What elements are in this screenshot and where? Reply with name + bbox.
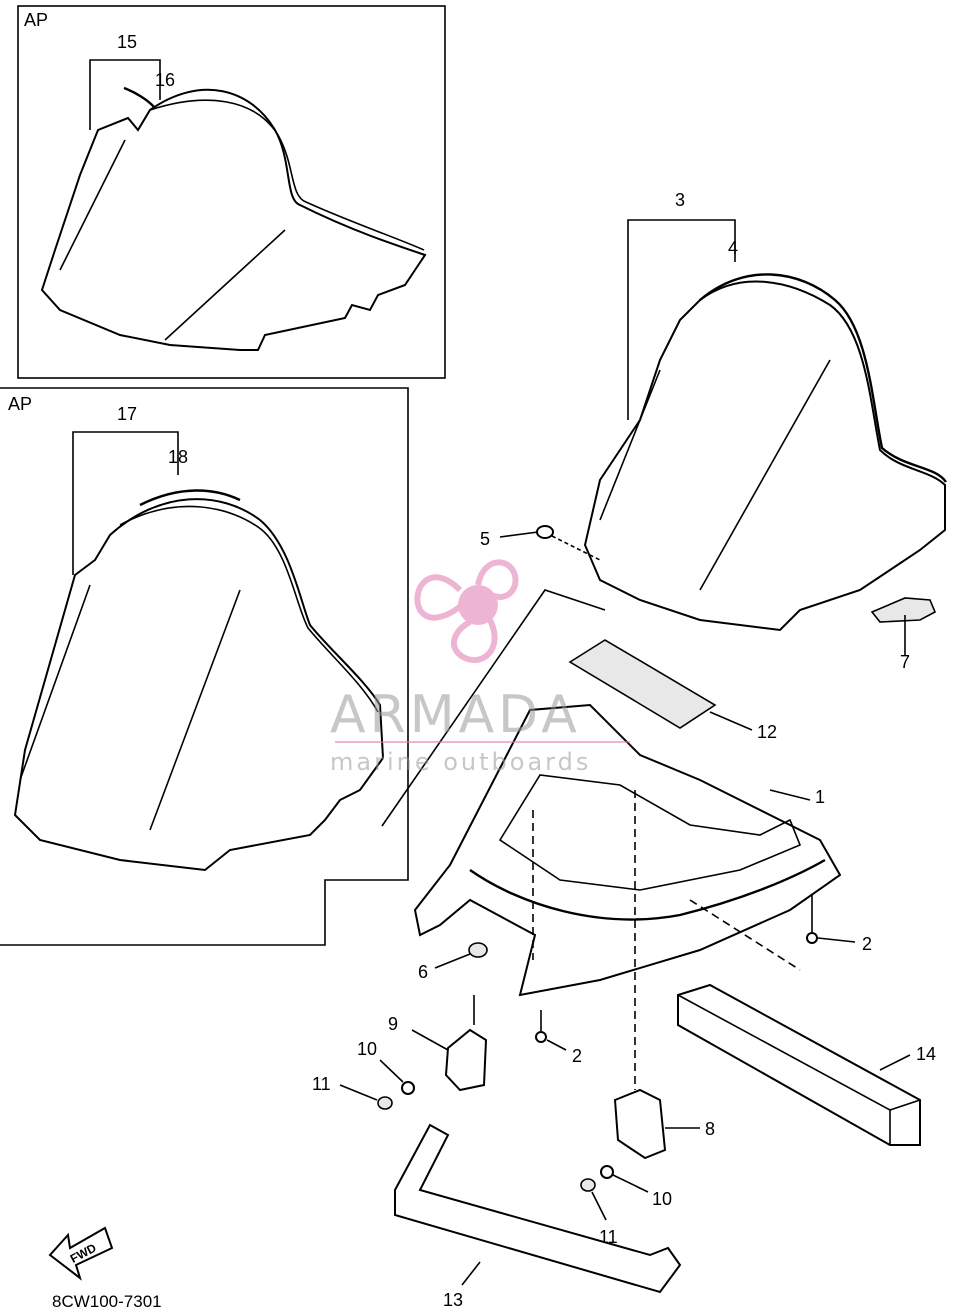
- inset-bottom: AP 17 18: [0, 387, 409, 946]
- foam-13: 14: [677, 983, 936, 1146]
- callout-4: 4: [728, 238, 738, 258]
- callout-1: 1: [815, 787, 825, 807]
- screw-2-center: 2: [535, 1010, 582, 1066]
- windshield-17: [13, 498, 385, 872]
- inset-top-tag: AP: [24, 10, 48, 30]
- cowl-1-edge: [469, 858, 826, 921]
- callout-10a: 10: [357, 1039, 377, 1059]
- frame-12: 13: [394, 1123, 682, 1310]
- inset-top-frame: [17, 5, 446, 379]
- callout-6: 6: [418, 962, 428, 982]
- callout-3: 3: [675, 190, 685, 210]
- windshield-3-glare: [699, 359, 831, 591]
- windshield-15-glare: [164, 229, 286, 341]
- windshield-17-trim: [119, 505, 379, 713]
- inset-bottom-tag: AP: [8, 394, 32, 414]
- windshield-15-trim: [149, 99, 425, 251]
- bracket-9: [444, 1028, 488, 1092]
- propeller-logo: [414, 559, 519, 663]
- callout-7: 7: [900, 652, 910, 672]
- inset-bottom-frame: [0, 387, 409, 946]
- trim-16: [123, 86, 156, 109]
- windshield-17-glare-2: [19, 584, 91, 781]
- callout-12: 13: [443, 1290, 463, 1310]
- callout-5: 5: [480, 529, 490, 549]
- bracket-17: [72, 431, 179, 575]
- screw-2-right: 2: [806, 895, 872, 954]
- windshield-main: 3 4: [583, 190, 947, 632]
- bracket-15: [89, 59, 161, 130]
- diagram-code: 8CW100-7301: [52, 1292, 162, 1310]
- callout-2b: 2: [572, 1046, 582, 1066]
- callout-10b: 10: [652, 1189, 672, 1209]
- windshield-15-glare-2: [59, 139, 126, 271]
- callout-15: 15: [117, 32, 137, 52]
- callout-8: 8: [705, 1119, 715, 1139]
- pad-14: 12: [568, 639, 777, 742]
- cowl-1-opening: [498, 774, 802, 891]
- fwd-arrow: FWD: [48, 1226, 114, 1281]
- callout-13: 14: [916, 1044, 936, 1064]
- bracket-9-group: 9 10 11: [312, 995, 488, 1110]
- watermark-brand: ARMADA: [330, 685, 581, 745]
- callout-9: 9: [388, 1014, 398, 1034]
- grommet-6: 6: [418, 942, 488, 982]
- callout-11a: 11: [312, 1074, 331, 1094]
- windshield-3-glare-2: [599, 369, 661, 521]
- washer-10b: [600, 1165, 614, 1179]
- bracket-3: [627, 219, 736, 420]
- inset-top: AP 15 16: [17, 5, 446, 379]
- windshield-15: [40, 88, 427, 351]
- bolt-5: 5: [480, 525, 601, 561]
- washer-10a: [401, 1081, 415, 1095]
- bracket-8-group: 8 10 11: [580, 1088, 715, 1247]
- bracket-8: [613, 1088, 667, 1160]
- assembly-line-left: [381, 589, 606, 827]
- trim-4: [699, 273, 947, 483]
- watermark: ARMADA marine outboards: [330, 559, 630, 776]
- cowl-1-body: [413, 703, 842, 997]
- windshield-3: [583, 280, 946, 632]
- knob-7: 7: [870, 597, 937, 672]
- cowl-1: 1: [381, 589, 842, 1090]
- callout-14: 12: [757, 722, 777, 742]
- callout-16: 16: [155, 70, 175, 90]
- windshield-17-glare: [149, 589, 241, 831]
- callout-2a: 2: [862, 934, 872, 954]
- nut-11a: [377, 1096, 393, 1110]
- trim-18: [139, 489, 241, 507]
- callout-17: 17: [117, 404, 137, 424]
- watermark-tagline: marine outboards: [330, 748, 591, 776]
- nut-11b: [580, 1178, 596, 1192]
